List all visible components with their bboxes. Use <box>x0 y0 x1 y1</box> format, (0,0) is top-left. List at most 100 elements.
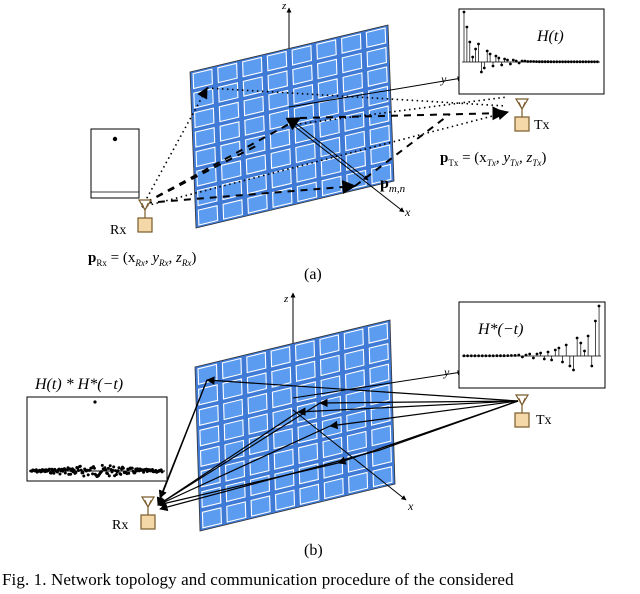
panel-label-a: (a) <box>304 266 322 283</box>
ris-tile <box>197 185 218 207</box>
element-pointer-a <box>288 117 369 181</box>
channel-response-plot-a: H(t) <box>458 8 605 95</box>
x-axis-b <box>292 409 407 501</box>
ris-tile <box>274 489 296 511</box>
ris-tile <box>320 156 342 177</box>
ris-tile <box>220 140 241 162</box>
ris-tile <box>194 127 216 148</box>
p-tx-equation: pTx = (xTx, yTx, zTx) <box>440 150 546 168</box>
ris-tile <box>344 111 365 132</box>
ris-tile <box>222 199 243 220</box>
ris-tile <box>341 52 363 74</box>
x-axis-label-b: x <box>407 499 414 513</box>
ris-tile <box>345 150 366 171</box>
ris-tile <box>199 425 220 447</box>
ris-tile <box>268 89 289 111</box>
ris-tile <box>246 173 267 195</box>
ris-tile <box>371 425 392 447</box>
panel-label-b: (b) <box>304 542 323 559</box>
y-axis-b <box>292 370 463 399</box>
ris-tile <box>269 128 291 150</box>
x-axis-a <box>288 121 405 213</box>
z-axis-label-b: z <box>283 293 289 305</box>
panel-a: z y x pm,n <box>88 0 605 283</box>
ris-tile <box>221 160 242 181</box>
ris-tile <box>219 121 240 142</box>
ris-tile <box>299 483 320 505</box>
p-rx-equation: pRx = (xRx, yRx, zRx) <box>88 250 196 268</box>
ris-tile <box>247 193 268 214</box>
ris-tile <box>320 136 341 158</box>
ris-tile <box>296 162 317 183</box>
ris-tile <box>201 507 222 529</box>
ris-tile <box>316 39 337 60</box>
time-reversed-plot-b: H*(−t) <box>458 301 606 389</box>
ris-tile <box>245 154 267 175</box>
dashed-paths-a <box>144 106 507 204</box>
ris-tile <box>243 95 264 117</box>
ris-tile <box>266 50 288 72</box>
ris-tile <box>195 146 216 168</box>
ris-tile <box>345 389 366 412</box>
ris-tile <box>295 142 316 164</box>
ris-tile <box>292 64 313 86</box>
convolution-samples <box>29 463 165 479</box>
ris-tile <box>223 398 244 421</box>
ris-tile <box>368 343 389 365</box>
ris-tile <box>192 68 213 90</box>
ris-tile <box>323 477 344 500</box>
ris-tile <box>342 72 363 93</box>
figure-caption: Fig. 1. Network topology and communicati… <box>2 570 514 589</box>
h-t-samples <box>462 10 599 74</box>
dotted-paths-a <box>141 87 510 208</box>
ris-tile <box>198 404 219 426</box>
ris-tile <box>218 101 240 123</box>
ris-tile <box>273 428 294 450</box>
ris-tile <box>271 387 292 409</box>
ris-tile <box>273 448 294 470</box>
ris-tile <box>197 205 219 226</box>
ris-tile <box>365 27 387 48</box>
ris-tile <box>366 46 387 68</box>
ris-tile <box>218 82 239 103</box>
ris-tile <box>367 66 388 87</box>
h-rev-samples <box>462 304 601 372</box>
ris-tile <box>270 346 291 368</box>
ris-tile <box>242 56 263 78</box>
ris-tile <box>244 115 265 136</box>
ris-tile <box>217 62 238 84</box>
ris-tile <box>271 167 292 189</box>
ris-tile <box>291 45 312 66</box>
ris-tile <box>344 348 365 371</box>
ris-tile <box>346 430 367 453</box>
ris-tile <box>369 124 390 146</box>
ris-tile <box>317 78 339 99</box>
ris-tile <box>344 369 366 391</box>
y-axis-a <box>288 76 463 108</box>
ris-tile <box>319 334 340 356</box>
rx-antenna-a <box>137 199 153 233</box>
tx-label-a: Tx <box>534 118 550 133</box>
ris-tile <box>368 322 389 344</box>
ris-tile <box>250 495 271 517</box>
rx-label-b: Rx <box>112 518 128 533</box>
ris-tile <box>298 442 319 464</box>
rx-antenna-b <box>140 496 156 530</box>
ris-tile <box>225 480 246 503</box>
ris-tile <box>372 466 393 488</box>
panel-b: z y x H(t) * H*(−t) Rx Tx H*(−t) (b) <box>26 292 606 559</box>
element-label-a: pm,n <box>380 175 406 195</box>
ris-tile <box>224 460 246 482</box>
ris-tile <box>222 378 243 400</box>
ris-tile <box>346 410 367 432</box>
h-t-label: H(t) <box>536 28 564 45</box>
ris-tile <box>319 117 340 138</box>
ris-tile <box>322 436 343 459</box>
rx-combined-plot-b: H(t) * H*(−t) <box>26 376 168 482</box>
ris-tile <box>319 354 341 377</box>
ris-tile <box>246 351 267 374</box>
ris-tile <box>223 419 244 441</box>
ris-tile <box>369 384 391 406</box>
ris-tile <box>270 148 291 169</box>
